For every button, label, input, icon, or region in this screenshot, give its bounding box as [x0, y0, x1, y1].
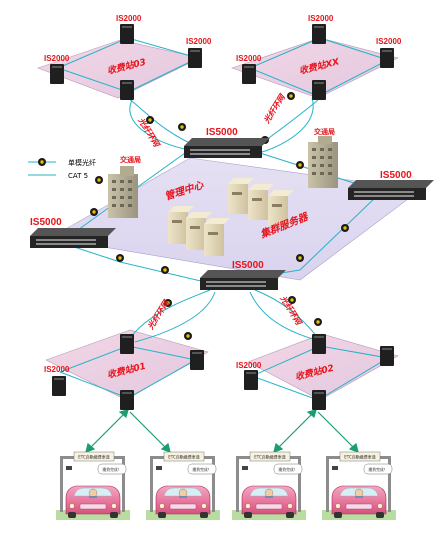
fiber-rings: [127, 97, 323, 343]
etc-sign: [249, 451, 291, 462]
speech-bubble-text: 繳費完成！: [103, 467, 122, 472]
is2000-device: [120, 390, 134, 410]
etc-sign: [73, 451, 115, 462]
wireless-links: [85, 409, 359, 453]
is2000-device: [244, 370, 258, 390]
etc-sign-text: ETC自動繳費車道: [344, 454, 376, 460]
is2000-device: [190, 350, 204, 370]
is2000-device: [312, 80, 326, 100]
fiber-connector-markers: [90, 92, 349, 340]
driver: [88, 488, 98, 498]
is2000-device: [380, 346, 394, 366]
traffic-bureau-building-left: [108, 166, 138, 218]
speech-bubble-text: 繳費完成！: [193, 467, 212, 472]
is5000-switches: [30, 138, 434, 290]
is2000-label: IS2000: [116, 14, 142, 23]
is2000-label: IS2000: [44, 365, 70, 374]
is5000-label: IS5000: [30, 217, 62, 228]
speech-bubble: [97, 463, 127, 475]
is5000-label: IS5000: [206, 127, 238, 138]
speech-bubble-text: 繳費完成！: [369, 467, 388, 472]
fiber-ring-label: 光纤环网: [262, 91, 288, 125]
is5000-label: IS5000: [232, 260, 264, 271]
is2000-device: [120, 24, 134, 44]
traffic-bureau-building-right: [308, 136, 338, 188]
is2000-label: IS2000: [236, 54, 262, 63]
legend: 单模光纤 CAT 5: [28, 158, 96, 180]
is5000-switch: [200, 270, 286, 290]
legend-cat5-label: CAT 5: [68, 172, 88, 180]
driver: [178, 488, 188, 498]
traffic-bureau-label: 交通局: [120, 155, 141, 164]
is5000-label: IS5000: [380, 170, 412, 181]
device-labels: IS2000 IS2000 IS2000 IS2000 IS2000 IS200…: [30, 14, 412, 374]
traffic-bureau-label: 交通局: [314, 127, 335, 136]
etc-sign-text: ETC自動繳費車道: [78, 454, 110, 460]
fiber-legend-icon: [38, 158, 46, 166]
driver: [264, 488, 274, 498]
fiber-ring-label: 光纤环网: [146, 297, 172, 331]
is2000-label: IS2000: [308, 14, 334, 23]
speech-bubble: [363, 463, 393, 475]
station-02-plane: [247, 333, 399, 401]
etc-sign: [163, 451, 205, 462]
is5000-switch: [184, 138, 270, 158]
is2000-device: [380, 48, 394, 68]
toll-scenes: ETC自動繳費車道繳費完成！ETC自動繳費車道繳費完成！ETC自動繳費車道繳費完…: [56, 451, 396, 520]
is2000-device: [120, 80, 134, 100]
etc-sign-text: ETC自動繳費車道: [254, 454, 286, 460]
is2000-device: [242, 64, 256, 84]
management-center-servers: [168, 206, 230, 256]
legend-fiber-label: 单模光纤: [68, 158, 96, 167]
is2000-device: [52, 376, 66, 396]
station-xx-plane: [231, 37, 399, 99]
is5000-switch: [348, 180, 434, 200]
speech-bubble: [273, 463, 303, 475]
cluster-servers: [228, 178, 294, 226]
is2000-label: IS2000: [376, 37, 402, 46]
is2000-device: [50, 64, 64, 84]
is2000-devices: [50, 24, 394, 410]
is5000-switch: [30, 228, 116, 248]
etc-sign: [339, 451, 381, 462]
is2000-device: [312, 24, 326, 44]
speech-bubble: [187, 463, 217, 475]
is2000-device: [120, 334, 134, 354]
is2000-label: IS2000: [44, 54, 70, 63]
is2000-device: [312, 390, 326, 410]
is2000-label: IS2000: [236, 361, 262, 370]
speech-bubble-text: 繳費完成！: [279, 467, 298, 472]
is2000-label: IS2000: [186, 37, 212, 46]
driver: [354, 488, 364, 498]
is2000-device: [188, 48, 202, 68]
is2000-device: [312, 334, 326, 354]
etc-sign-text: ETC自動繳費車道: [168, 454, 200, 460]
